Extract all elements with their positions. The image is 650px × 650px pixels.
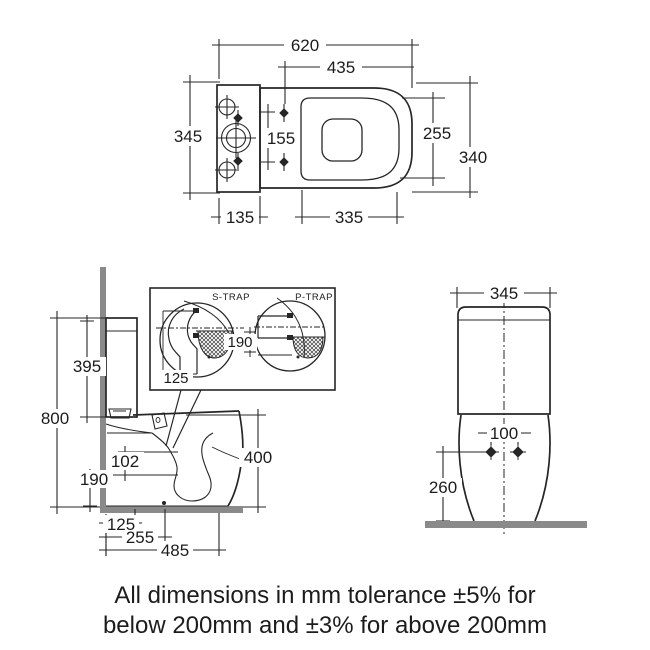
dim-100: 100 <box>490 424 518 443</box>
front-fixing-holes <box>483 444 526 460</box>
dim-255-plan: 255 <box>423 124 451 143</box>
dim-400: 400 <box>244 448 272 467</box>
p-trap-label: P-TRAP <box>295 292 333 303</box>
plan-hinge-fixings <box>279 104 289 171</box>
front-cistern <box>457 306 551 415</box>
floor-front <box>425 521 587 528</box>
plan-tank-fittings <box>215 95 256 182</box>
dim-190-inset: 190 <box>227 334 252 351</box>
dim-155: 155 <box>267 129 295 148</box>
plan-view: 620 435 345 155 255 340 135 335 <box>167 36 493 227</box>
dim-260: 260 <box>429 478 457 497</box>
dim-435: 435 <box>327 58 355 77</box>
dim-335: 335 <box>335 208 363 227</box>
side-label-masks <box>37 357 278 559</box>
p-trap-detail <box>244 297 326 372</box>
inset-label-masks <box>160 334 257 386</box>
inset-leader-lines <box>165 389 202 449</box>
dim-345-front: 345 <box>490 284 518 303</box>
dim-125-inset: 125 <box>163 370 188 387</box>
trap-inset: S-TRAP P-TRAP 190 125 <box>149 287 336 391</box>
dim-485: 485 <box>161 541 189 560</box>
dim-620: 620 <box>291 36 319 55</box>
side-bowl-cavity <box>151 432 214 502</box>
side-view: 395 800 102 190 400 125 255 485 <box>37 267 278 560</box>
dim-135: 135 <box>226 208 254 227</box>
side-seat-hinge <box>151 412 168 430</box>
dim-190-side: 190 <box>80 470 108 489</box>
s-trap-label: S-TRAP <box>212 292 250 303</box>
dim-345-plan: 345 <box>174 127 202 146</box>
plan-seat-inner-ring <box>300 97 400 181</box>
floor-side <box>100 506 243 513</box>
front-pedestal-right <box>534 414 551 522</box>
dim-125-side: 125 <box>107 515 135 534</box>
dim-255-side: 255 <box>126 528 154 547</box>
plan-bowl-opening <box>321 118 363 162</box>
side-cistern <box>105 317 138 418</box>
dim-340: 340 <box>459 148 487 167</box>
caption-line-1: All dimensions in mm tolerance ±5% for <box>114 582 535 609</box>
front-label-masks <box>424 284 524 497</box>
caption-line-2: below 200mm and ±3% for above 200mm <box>103 612 547 639</box>
caption: All dimensions in mm tolerance ±5% for b… <box>103 582 547 639</box>
wall <box>100 267 106 513</box>
side-flush-fitting <box>108 408 132 419</box>
plan-seat-outline <box>259 87 413 189</box>
dim-800: 800 <box>41 409 69 428</box>
dim-102: 102 <box>111 452 139 471</box>
drain-point <box>162 501 166 505</box>
dim-395: 395 <box>73 357 101 376</box>
plan-label-masks <box>167 36 493 227</box>
front-pedestal-left <box>458 414 475 522</box>
front-view: 345 100 260 <box>424 284 587 537</box>
